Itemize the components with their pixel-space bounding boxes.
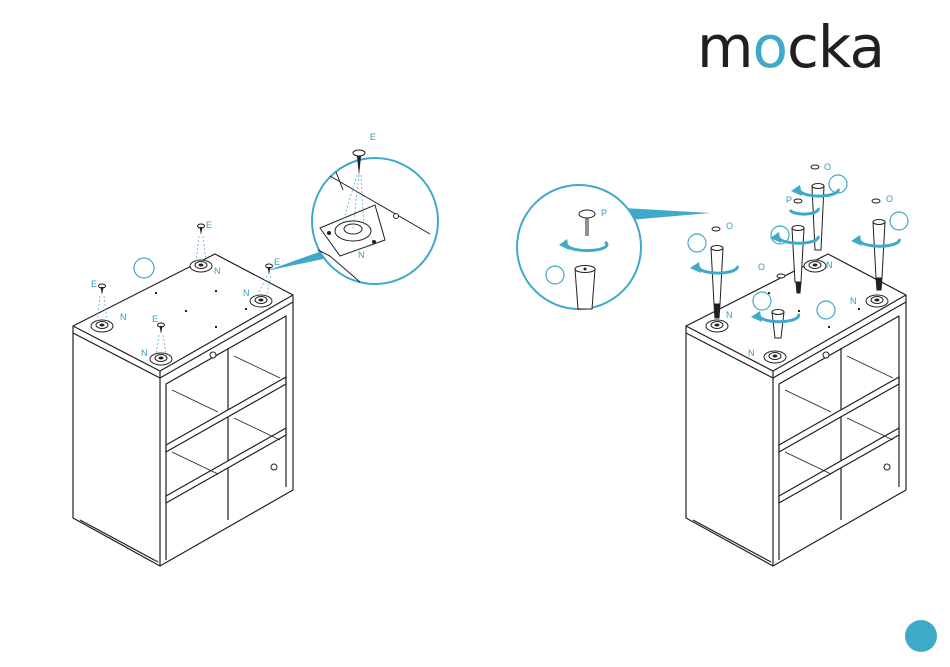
svg-text:E: E [206, 220, 212, 230]
left-detail-magnifier: E N [266, 132, 438, 284]
svg-text:N: N [826, 260, 833, 270]
svg-text:N: N [120, 312, 127, 322]
svg-text:E: E [152, 314, 158, 324]
svg-text:P: P [786, 195, 792, 205]
svg-text:N: N [214, 266, 221, 276]
svg-text:N: N [850, 296, 857, 306]
svg-text:E: E [274, 257, 280, 267]
right-detail-magnifier: P [517, 185, 710, 309]
svg-text:O: O [758, 262, 765, 272]
svg-text:O: O [726, 221, 733, 231]
svg-text:O: O [886, 194, 893, 204]
svg-text:N: N [726, 310, 733, 320]
svg-text:E: E [370, 132, 376, 142]
svg-text:N: N [243, 288, 250, 298]
svg-text:O: O [824, 162, 831, 172]
svg-text:P: P [601, 208, 607, 218]
step-marker [134, 258, 154, 278]
svg-text:N: N [358, 250, 365, 260]
svg-text:N: N [141, 348, 148, 358]
page-indicator [905, 620, 937, 652]
svg-text:N: N [748, 348, 755, 358]
svg-text:E: E [91, 279, 97, 289]
